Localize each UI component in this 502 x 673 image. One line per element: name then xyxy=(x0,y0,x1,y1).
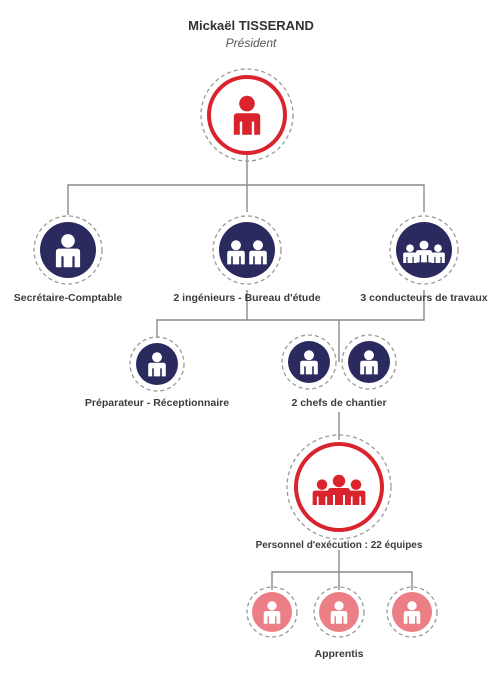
apprenti-node-1 xyxy=(246,586,298,638)
president-title: Président xyxy=(225,36,277,50)
preparateur-node xyxy=(129,336,185,392)
secretaire-node xyxy=(33,215,103,285)
chef-node-1 xyxy=(281,334,337,390)
chefs-label: 2 chefs de chantier xyxy=(291,397,387,409)
ingenieurs-label: 2 ingénieurs - Bureau d'étude xyxy=(173,292,321,304)
conducteurs-node xyxy=(389,215,459,285)
conducteurs-label: 3 conducteurs de travaux xyxy=(360,292,488,304)
personnel-node xyxy=(286,434,392,540)
president-name: Mickaël TISSERAND xyxy=(188,18,314,33)
connector-lines xyxy=(67,150,425,590)
apprenti-node-3 xyxy=(386,586,438,638)
chef-node-2 xyxy=(341,334,397,390)
preparateur-label: Préparateur - Réceptionnaire xyxy=(84,397,230,409)
secretaire-label: Secrétaire-Comptable xyxy=(13,292,123,304)
president-node xyxy=(200,68,294,162)
apprentis-label: Apprentis xyxy=(314,648,364,660)
apprenti-node-2 xyxy=(313,586,365,638)
personnel-label: Personnel d'exécution : 22 équipes xyxy=(255,540,423,551)
ingenieurs-node xyxy=(212,215,282,285)
